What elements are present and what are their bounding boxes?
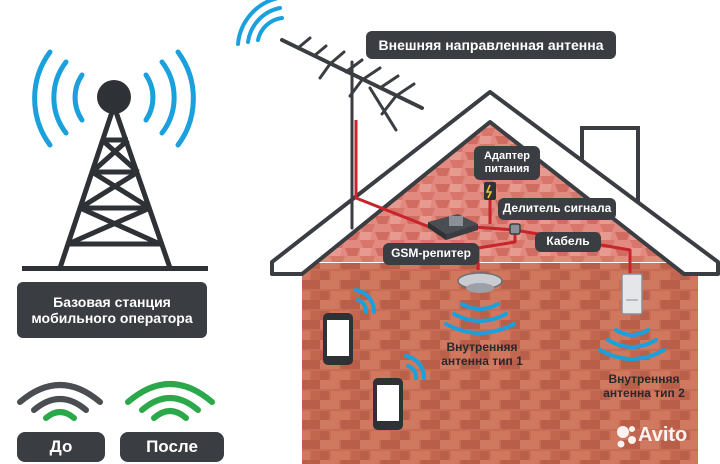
- roof-edge: [270, 90, 720, 276]
- antenna-signal-waves: [236, 0, 284, 46]
- external-antenna: [280, 36, 424, 230]
- avito-watermark: Avito: [638, 424, 688, 446]
- signal-before-icon: [17, 382, 103, 421]
- internal-antenna-2-label: Внутренняя антенна тип 2: [603, 372, 685, 401]
- splitter-label: Делитель сигнала: [498, 198, 616, 220]
- phone-bottom-waves: [404, 354, 427, 380]
- base-station-label: Базовая станция мобильного оператора: [17, 282, 207, 338]
- internal-antenna-2-waves: [598, 328, 666, 361]
- avito-logo-icon: [617, 426, 636, 448]
- phone-left: [323, 313, 353, 365]
- tower-signal-waves: [32, 49, 196, 148]
- before-label: До: [17, 432, 105, 462]
- gsm-repeater-label: GSM-репитер: [383, 243, 479, 265]
- power-adapter-label: Адаптер питания: [474, 146, 540, 180]
- signal-after-icon: [125, 381, 215, 421]
- base-station-tower: [22, 80, 208, 271]
- power-adapter-device: [484, 182, 496, 200]
- after-label: После: [120, 432, 224, 462]
- internal-antenna-1-waves: [444, 302, 516, 335]
- signal-splitter-device: [509, 223, 521, 235]
- external-antenna-label: Внешняя направленная антенна: [366, 31, 616, 59]
- cable-label: Кабель: [535, 232, 601, 252]
- gsm-repeater-device: [428, 214, 478, 240]
- phone-bottom: [373, 378, 403, 430]
- internal-antenna-2-device: [621, 273, 643, 315]
- phone-left-waves: [354, 288, 377, 314]
- internal-antenna-1-device: [457, 272, 503, 293]
- internal-antenna-1-label: Внутренняя антенна тип 1: [441, 340, 523, 369]
